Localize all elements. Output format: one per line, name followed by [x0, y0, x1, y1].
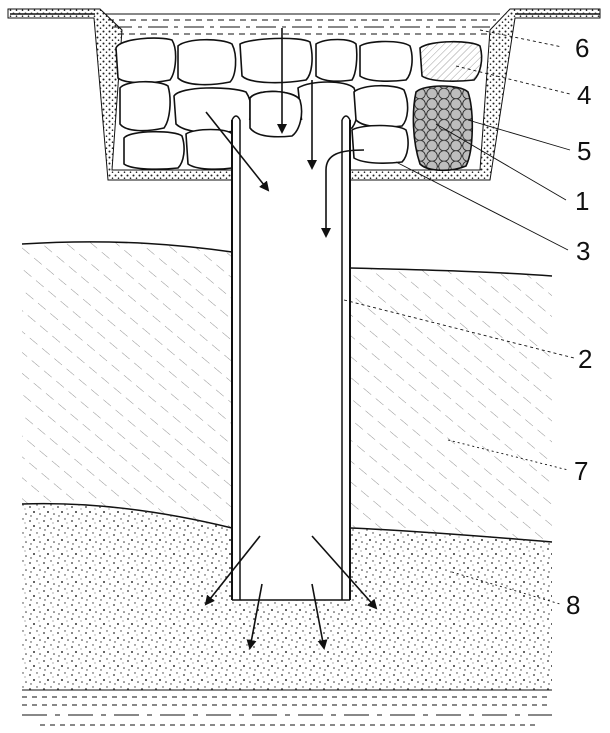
- stone: [123, 130, 185, 170]
- sand-aquifer-layer: [22, 503, 552, 690]
- label-5: 5: [577, 136, 591, 166]
- label-2: 2: [578, 344, 592, 374]
- flow-arrow: [205, 111, 270, 192]
- stone: [353, 84, 409, 128]
- label-1: 1: [575, 186, 589, 216]
- label-6: 6: [575, 33, 589, 63]
- flow-arrows: [204, 28, 378, 650]
- label-8: 8: [566, 590, 580, 620]
- stone: [239, 37, 313, 84]
- hatched-stone-block: [419, 40, 483, 82]
- rubble-stone-fill-upper: [249, 90, 303, 138]
- stone: [315, 38, 358, 82]
- leader-lines: [343, 29, 575, 605]
- vertical-drain-pipe: [231, 115, 351, 601]
- label-4: 4: [577, 80, 591, 110]
- surface-water: [105, 13, 500, 35]
- flow-arrow: [311, 535, 378, 610]
- leader-8: [451, 571, 561, 605]
- leader-6: [479, 29, 563, 48]
- stone: [359, 40, 413, 82]
- stone: [351, 124, 409, 164]
- leader-5: [467, 119, 571, 151]
- groundwater-level: [22, 689, 552, 726]
- leader-1: [435, 123, 567, 201]
- stone: [115, 37, 177, 84]
- stone: [119, 80, 171, 132]
- flow-arrow: [321, 149, 365, 238]
- label-3: 3: [576, 236, 590, 266]
- stone: [177, 38, 237, 86]
- clay-soil-layer: [22, 241, 232, 528]
- clay-soil-layer-right: [350, 268, 552, 542]
- flow-arrow: [204, 535, 261, 606]
- label-7: 7: [574, 456, 588, 486]
- flow-arrow: [246, 583, 263, 650]
- leader-4: [455, 65, 571, 95]
- callout-labels: 6 4 5 1 3 2 7 8: [566, 33, 592, 620]
- leader-3: [395, 161, 569, 251]
- clay-top-boundary: [21, 241, 553, 277]
- flow-arrow: [311, 583, 328, 650]
- leader-7: [447, 439, 569, 471]
